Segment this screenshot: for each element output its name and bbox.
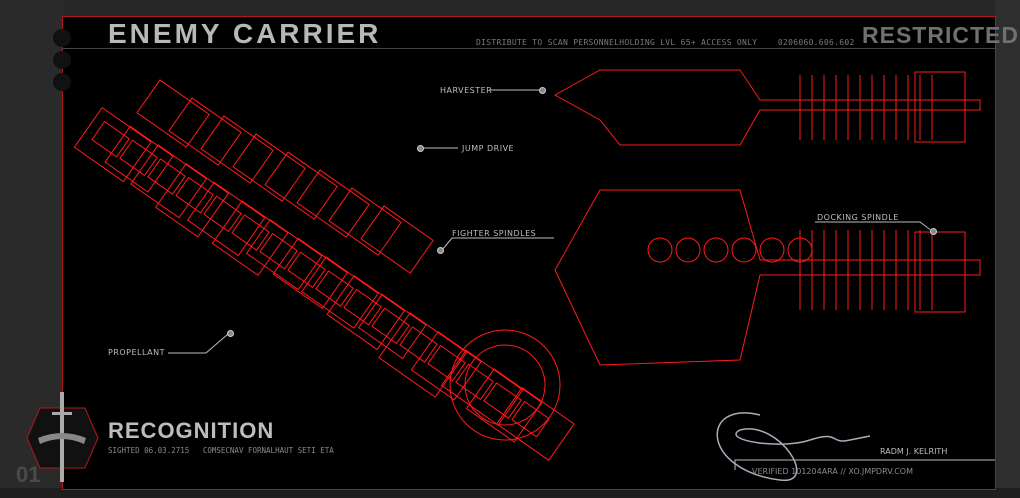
hull-segment (154, 162, 230, 238)
hull-segment (315, 270, 354, 307)
docking-spindle-marker (930, 228, 937, 235)
hull-segment (232, 133, 306, 202)
fighter-spindles-marker (437, 247, 444, 254)
hull-segment (787, 237, 813, 263)
callout-propellant: PROPELLANT (108, 348, 165, 357)
hull-segment (759, 237, 785, 263)
hull-segment (483, 382, 522, 419)
hull-segment (301, 256, 379, 329)
callout-jump-drive: JUMP DRIVE (462, 144, 515, 153)
hull-segment (675, 237, 701, 263)
hull-segment (511, 400, 550, 438)
hull-segment (914, 71, 966, 143)
hull-segment (328, 187, 402, 256)
hull-segment (914, 231, 966, 313)
sighting-info: SIGHTED 06.03.2715 COMSECNAV FORNALHAUT … (108, 446, 334, 455)
hull-segment (496, 386, 575, 461)
distribution-notice: DISTRIBUTE TO SCAN PERSONNELHOLDING LVL … (476, 38, 855, 47)
frame-bottom (0, 488, 1020, 498)
hull-segment (731, 237, 757, 263)
hull-segment (91, 120, 130, 158)
hull-segment (272, 237, 348, 310)
callout-docking-spindle: DOCKING SPINDLE (817, 213, 899, 222)
hull-segment (296, 169, 370, 238)
hull-segment (168, 97, 242, 166)
hull-segment (175, 176, 214, 214)
hull-segment (371, 307, 410, 345)
frame-notches (53, 29, 71, 91)
harvester-marker (539, 87, 546, 94)
classification-badge: RESTRICTED (862, 22, 1019, 48)
header-divider (62, 48, 996, 49)
hull-segment (440, 349, 524, 426)
signatory-name: RADM J. KELRITH (880, 447, 948, 456)
callout-fighter-spindles: FIGHTER SPINDLES (452, 229, 537, 238)
hull-segment (104, 125, 174, 193)
hull-segment (455, 363, 494, 401)
hull-segment (554, 189, 981, 366)
hull-segment (360, 205, 434, 274)
hull-segment (136, 79, 210, 148)
hull-segment (287, 251, 326, 289)
frame-top (0, 0, 1020, 18)
hull-segment (427, 344, 466, 382)
hull-segment (703, 237, 729, 263)
hull-segment (449, 329, 561, 441)
hull-segment (186, 181, 266, 257)
carrier-side-view (554, 189, 981, 366)
hull-segment (259, 232, 298, 270)
hull-segment (200, 115, 274, 184)
signature (716, 412, 871, 481)
hull-segment (231, 214, 270, 251)
section-number: 01 (16, 462, 41, 487)
hull-segment (245, 218, 323, 291)
callout-harvester: HARVESTER (440, 86, 493, 95)
hull-segment (465, 368, 543, 443)
hull-segment (326, 274, 405, 351)
hull-segment (211, 200, 289, 276)
hull-segment (553, 69, 981, 146)
blueprint-panel (62, 16, 996, 490)
hull-segment (410, 330, 482, 401)
frame-right (995, 0, 1020, 498)
carrier-diagonal-view (73, 79, 575, 461)
hull-segment (264, 151, 338, 220)
jump-drive-marker (417, 145, 424, 152)
carrier-top-view (553, 69, 981, 146)
hull-segment (399, 326, 438, 363)
callout-lines (168, 89, 995, 470)
propellant-marker (227, 330, 234, 337)
hull-segment (647, 237, 673, 263)
hull-segment (203, 195, 242, 233)
hull-segment (119, 139, 158, 177)
page-title: ENEMY CARRIER (108, 18, 382, 49)
emblem (26, 392, 99, 482)
hull-segment (343, 288, 382, 326)
verification-code: VERIFIED 101204ARA // XO.JMPDRV.COM (752, 467, 913, 476)
hull-segment (147, 158, 186, 195)
hull-segment (464, 344, 546, 426)
hull-segment (130, 144, 208, 219)
hull-segment (73, 106, 152, 183)
section-heading: RECOGNITION (108, 418, 275, 443)
hull-segment (358, 293, 427, 360)
